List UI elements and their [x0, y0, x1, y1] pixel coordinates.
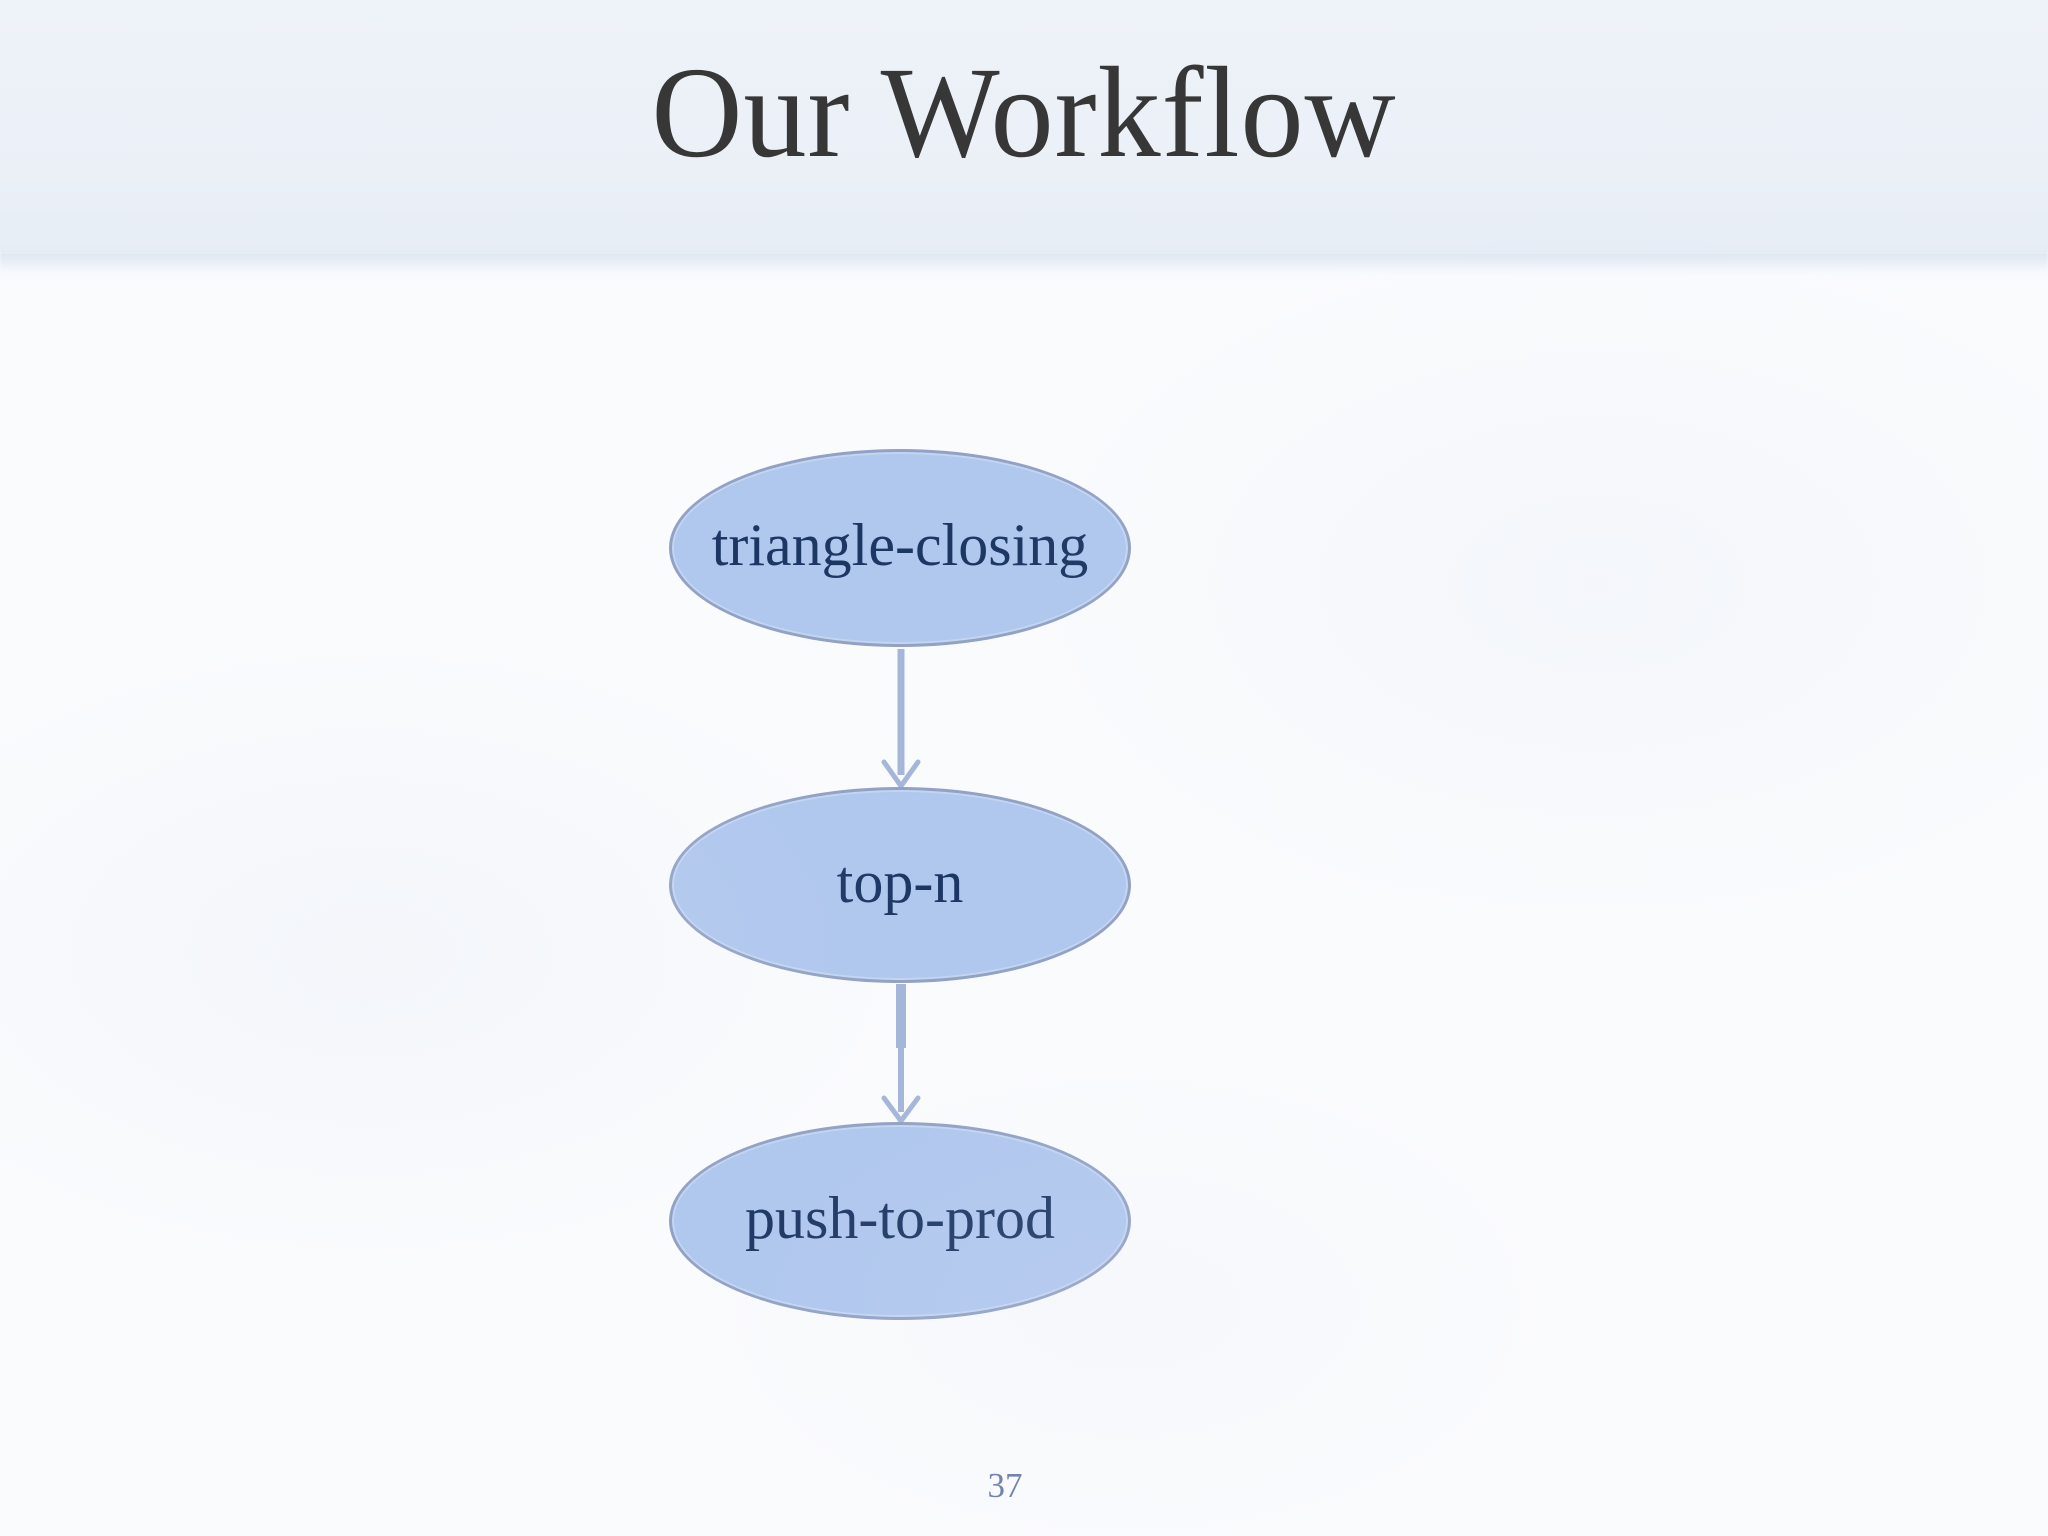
- node-label-top-n: top-n: [836, 849, 964, 915]
- node-label-push-to-prod: push-to-prod: [745, 1185, 1055, 1251]
- edge-arrow-1: [881, 649, 921, 791]
- node-triangle-closing: triangle-closing: [669, 449, 1131, 647]
- node-label-triangle-closing: triangle-closing: [711, 512, 1089, 578]
- node-push-to-prod: push-to-prod: [669, 1122, 1131, 1320]
- page-number: 37: [987, 1466, 1023, 1505]
- slide-header-band: [0, 0, 2048, 252]
- node-top-n: top-n: [669, 787, 1131, 983]
- edge-arrow-2: [881, 984, 921, 1126]
- slide-title: Our Workflow: [651, 41, 1397, 185]
- header-torn-edge: [0, 252, 2048, 278]
